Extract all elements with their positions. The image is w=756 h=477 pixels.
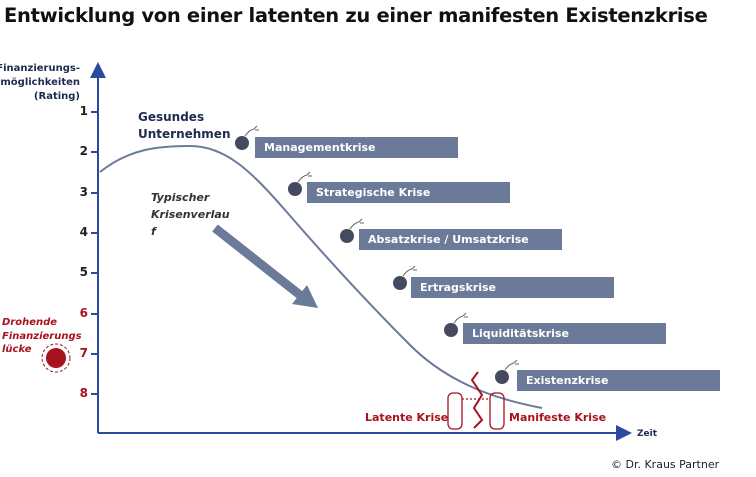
y-axis-label: Finanzierungs- möglichkeiten (Rating) <box>0 62 80 104</box>
financing-gap-label: Drohende Finanzierungs lücke <box>2 316 82 357</box>
crisis-bar-existence: Existenzkrise <box>517 370 720 391</box>
y-tick-label: 8 <box>79 386 88 400</box>
latent-crisis-label: Latente Krise <box>365 411 449 424</box>
y-tick-label: 3 <box>79 185 88 199</box>
y-tick-label: 4 <box>79 225 88 239</box>
y-tick-label: 2 <box>79 144 88 158</box>
page-title: Entwicklung von einer latenten zu einer … <box>4 4 708 27</box>
crisis-bar-earnings: Ertragskrise <box>411 277 614 298</box>
typical-course-label: Typischer Krisenverlau f <box>151 189 230 240</box>
bomb-icon <box>288 182 302 196</box>
y-axis-label-line: möglichkeiten <box>0 77 80 88</box>
crisis-bar-sales: Absatzkrise / Umsatzkrise <box>359 229 562 250</box>
bomb-icon <box>495 370 509 384</box>
y-axis-label-line: (Rating) <box>33 91 80 102</box>
x-axis-label: Zeit <box>637 429 658 439</box>
crisis-bar-liquidity: Liquiditätskrise <box>463 323 666 344</box>
typical-line: f <box>151 225 156 238</box>
hand-icons <box>447 392 505 430</box>
y-tick-label: 5 <box>79 265 88 279</box>
y-ticks <box>91 111 98 395</box>
crack-line <box>470 371 484 429</box>
bomb-icon <box>235 136 249 150</box>
copyright: © Dr. Kraus Partner <box>611 458 720 471</box>
threat-line: lücke <box>2 344 32 355</box>
hand-icon <box>489 392 505 430</box>
y-axis-label-line: Finanzierungs- <box>0 63 80 74</box>
hand-icon <box>447 392 463 430</box>
threat-sun-icon <box>41 343 71 373</box>
bomb-icons <box>235 136 509 384</box>
threat-line: Finanzierungs <box>2 330 82 342</box>
crisis-bar-strategic: Strategische Krise <box>307 182 510 203</box>
trend-arrow <box>212 224 318 308</box>
typical-line: Typischer <box>151 191 210 204</box>
typical-line: Krisenverlau <box>151 208 230 221</box>
manifest-crisis-label: Manifeste Krise <box>509 411 607 424</box>
bomb-icon <box>444 323 458 337</box>
y-tick-label: 6 <box>79 306 88 320</box>
bomb-icon <box>393 276 407 290</box>
crisis-curve <box>99 144 543 409</box>
fuse-sparks <box>244 125 519 371</box>
y-tick-label: 7 <box>79 346 88 360</box>
crisis-bar-management: Managementkrise <box>255 137 458 158</box>
threat-line: Drohende <box>2 317 58 328</box>
y-tick-label: 1 <box>79 104 88 118</box>
bomb-icon <box>340 229 354 243</box>
healthy-line: Unternehmen <box>138 127 231 141</box>
healthy-line: Gesundes <box>138 110 205 124</box>
healthy-company-label: Gesundes Unternehmen <box>138 109 231 143</box>
